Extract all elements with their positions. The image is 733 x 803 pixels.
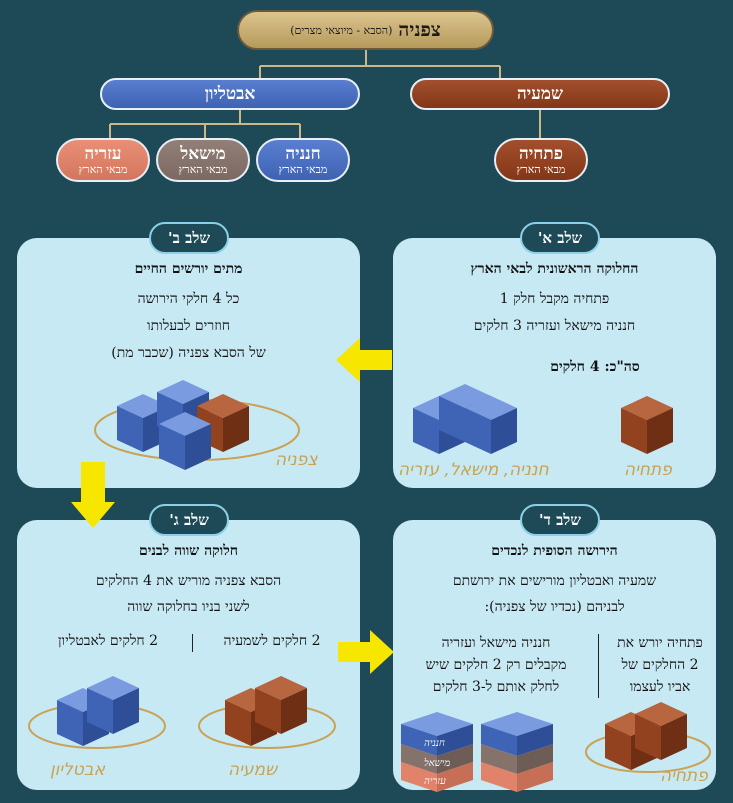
- grandchild-name: פתחיה: [519, 143, 563, 164]
- stage-b-title: מתים יורשים החיים: [134, 261, 243, 277]
- arrow-b-to-c: [71, 462, 115, 528]
- stage-d-col-right: 2 החלקים של: [621, 657, 699, 673]
- stage-b-line: של הסבא צפניה (שכבר מת): [111, 345, 266, 361]
- stage-c-tag: שלב ג': [149, 504, 229, 536]
- stage-d-stack-label: חנניה: [424, 738, 445, 749]
- stage-c-line: לשני בניו בחלוקה שווה: [127, 599, 250, 615]
- son-avtalion-name: אבטליון: [204, 84, 256, 104]
- stage-d-stack-label: מישאל: [424, 758, 451, 769]
- grandchild-name: עזריה: [84, 143, 122, 164]
- stage-a-label-right: פתחיה: [624, 460, 672, 480]
- stage-d-cubes: [401, 702, 711, 792]
- stage-a-tag: שלב א': [520, 222, 600, 254]
- stage-a-line: פתחיה מקבל חלק 1: [499, 291, 610, 307]
- stage-b-cubes: [94, 380, 300, 470]
- tree-connectors: [109, 50, 541, 138]
- grandchild-note: מבאי הארץ: [78, 162, 128, 176]
- arrow-a-to-b: [336, 338, 392, 382]
- stage-c-label-left: אבטליון: [50, 760, 105, 780]
- stage-a-line: חנניה מישאל ועזריה 3 חלקים: [473, 318, 636, 334]
- son-shemaya-name: שמעיה: [517, 84, 563, 104]
- stage-c-split-right: 2 חלקים לשמעיה: [223, 633, 321, 649]
- stage-c-line: הסבא צפניה מוריש את 4 החלקים: [95, 573, 282, 589]
- stage-a-label-left: חנניה, מישאל, עזריה: [398, 460, 549, 480]
- grandchild-name: חנניה: [285, 143, 321, 164]
- stage-b-line: כל 4 חלקי הירושה: [137, 291, 240, 307]
- grandchild-azarya: עזריה מבאי הארץ: [56, 138, 150, 182]
- grandchild-note: מבאי הארץ: [278, 162, 328, 176]
- root-note: (הסבא - מיוצאי מצרים): [290, 23, 393, 37]
- grandchild-name: מישאל: [180, 143, 226, 164]
- arrow-c-to-d: [338, 630, 394, 674]
- grandchild-note: מבאי הארץ: [178, 162, 228, 176]
- stage-d-col-right: אביו לעצמו: [629, 679, 691, 695]
- stage-d-col-left: מקבלים רק 2 חלקים שיש: [425, 657, 567, 673]
- stage-c-label-right: שמעיה: [228, 760, 278, 780]
- son-avtalion: אבטליון: [100, 78, 360, 110]
- stage-d-line: שמעיה ואבטליון מורישים את ירושתם: [452, 573, 657, 589]
- stage-b-label: צפניה: [275, 450, 318, 470]
- stage-d-tag: שלב ד': [520, 504, 600, 536]
- stage-c-title: חלוקה שווה לבנים: [138, 543, 239, 559]
- grandchild-note: מבאי הארץ: [516, 162, 566, 176]
- stage-d-col-left: חנניה מישאל ועזריה: [441, 635, 551, 651]
- stage-c-split-left: 2 חלקים לאבטליון: [57, 633, 159, 649]
- son-shemaya: שמעיה: [410, 78, 670, 110]
- stage-d-title: הירושה הסופית לנכדים: [491, 543, 618, 559]
- stage-d-col-right: פתחיה יורש את: [617, 635, 703, 651]
- stage-d-divider: [598, 634, 599, 698]
- stage-d-stack-label: עזריה: [424, 776, 446, 787]
- stage-a-total: סה"כ: 4 חלקים: [550, 359, 640, 375]
- stage-a-title: החלוקה הראשונית לבאי הארץ: [470, 261, 639, 277]
- stage-b-line: חוזרים לבעלותו: [147, 318, 230, 334]
- root-node: צפניה (הסבא - מיוצאי מצרים): [237, 10, 494, 50]
- grandchild-mishael: מישאל מבאי הארץ: [156, 138, 250, 182]
- stage-d-line: לבניהם (נכדיו של צפניה):: [484, 599, 625, 615]
- stage-d-label-right: פתחיה: [660, 766, 708, 786]
- root-name: צפניה: [398, 18, 441, 41]
- stage-c-cubes: [28, 676, 336, 749]
- stage-c-divider: [192, 634, 193, 652]
- stage-d-col-left: לחלק אותם ל-3 חלקים: [432, 679, 560, 695]
- grandchild-petachya: פתחיה מבאי הארץ: [494, 138, 588, 182]
- grandchild-hananya: חנניה מבאי הארץ: [256, 138, 350, 182]
- stage-b-tag: שלב ב': [149, 222, 229, 254]
